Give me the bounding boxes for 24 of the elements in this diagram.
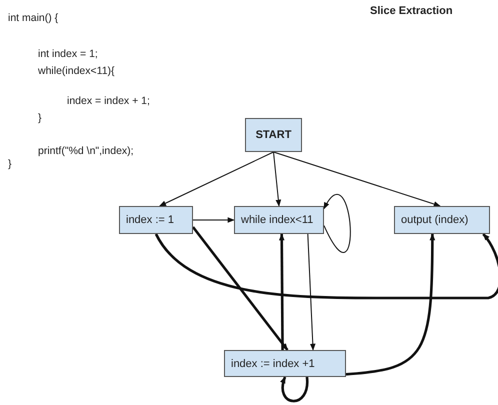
arrow <box>159 152 274 206</box>
process-box: output (index) <box>394 206 490 234</box>
process-box: index := 1 <box>119 206 193 234</box>
arrow <box>192 217 235 223</box>
code-line: } <box>8 158 12 170</box>
arrow <box>273 152 441 207</box>
arrow <box>280 376 308 402</box>
arrow <box>273 152 282 207</box>
arrow <box>278 233 285 350</box>
process-box: while index<11 <box>234 206 324 234</box>
arrow <box>346 233 436 376</box>
code-line: printf("%d \n",index); <box>38 145 134 157</box>
process-box: index := index +1 <box>224 350 346 377</box>
arrow <box>154 233 498 300</box>
code-line: while(index<11){ <box>38 65 115 77</box>
code-line: index = index + 1; <box>67 95 150 107</box>
code-line: int main() { <box>8 12 58 24</box>
arrow <box>307 234 316 351</box>
code-line: int index = 1; <box>38 48 98 60</box>
diagram-title: Slice Extraction <box>370 5 453 17</box>
arrow <box>324 194 351 253</box>
process-box: START <box>245 118 302 152</box>
arrow <box>192 226 288 351</box>
code-line: } <box>38 112 42 124</box>
